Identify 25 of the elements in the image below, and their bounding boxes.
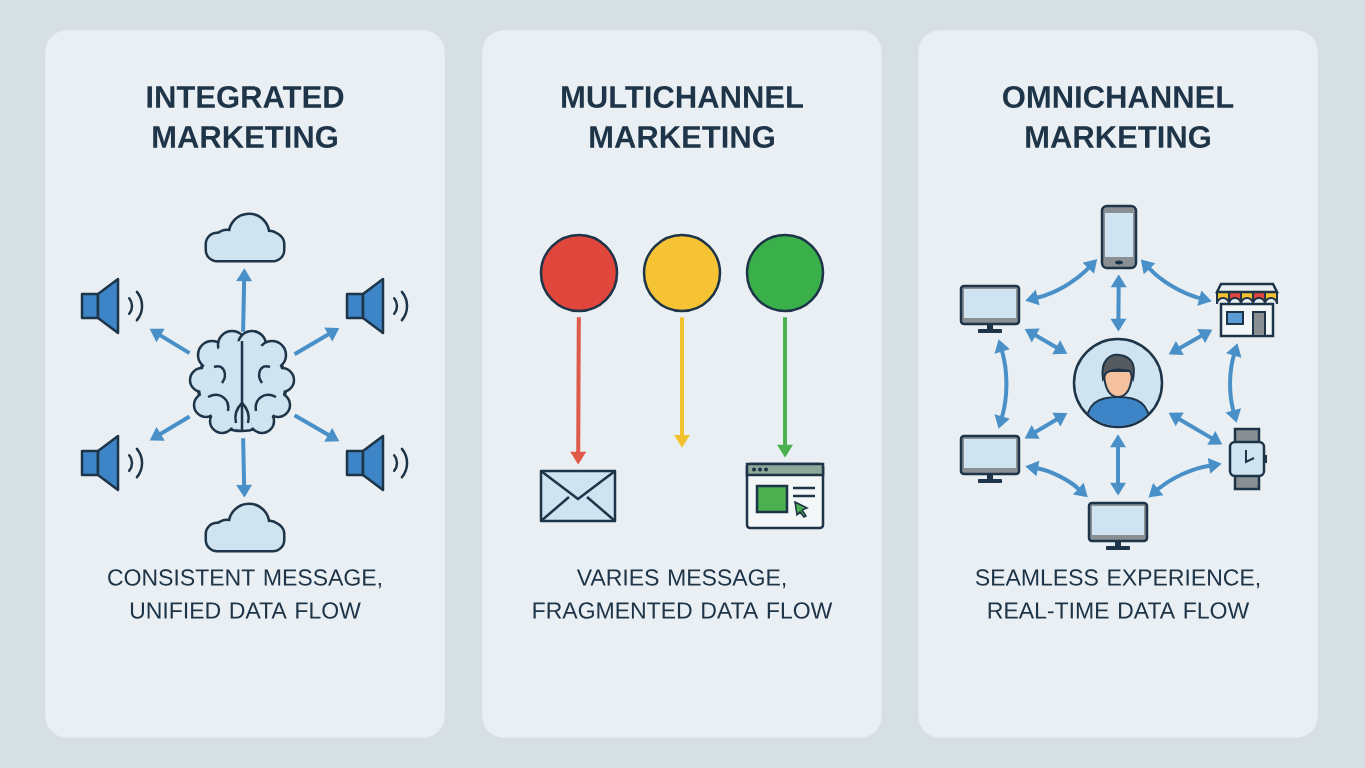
- speaker-icon: [345, 277, 409, 335]
- cloud-icon: [204, 502, 286, 553]
- panel-caption: CONSISTENT MESSAGE, UNIFIED DATA FLOW: [108, 569, 381, 619]
- envelope-icon: [539, 469, 617, 523]
- browser-window-icon: [745, 462, 825, 530]
- speaker-icon: [345, 434, 409, 492]
- panel-title: INTEGRATED MARKETING: [147, 86, 344, 148]
- watch-icon: [1228, 427, 1267, 491]
- phone-icon: [1100, 204, 1138, 270]
- monitor-icon: [959, 284, 1021, 333]
- speaker-icon: [80, 277, 144, 335]
- panel-title: MULTICHANNEL MARKETING: [562, 86, 803, 148]
- speaker-icon: [80, 434, 144, 492]
- cloud-icon: [204, 212, 286, 263]
- store-icon: [1215, 282, 1280, 338]
- monitor-icon: [959, 434, 1021, 483]
- color-circle: [745, 233, 825, 313]
- panel-title: OMNICHANNEL MARKETING: [1003, 86, 1234, 148]
- monitor-icon: [1087, 501, 1149, 550]
- color-circle: [642, 233, 722, 313]
- panel-caption: SEAMLESS EXPERIENCE, REAL-TIME DATA FLOW: [975, 569, 1260, 619]
- color-circle: [539, 233, 619, 313]
- person-avatar: [1072, 337, 1164, 429]
- panel-caption: VARIES MESSAGE, FRAGMENTED DATA FLOW: [533, 569, 833, 619]
- brain-icon: [188, 329, 296, 435]
